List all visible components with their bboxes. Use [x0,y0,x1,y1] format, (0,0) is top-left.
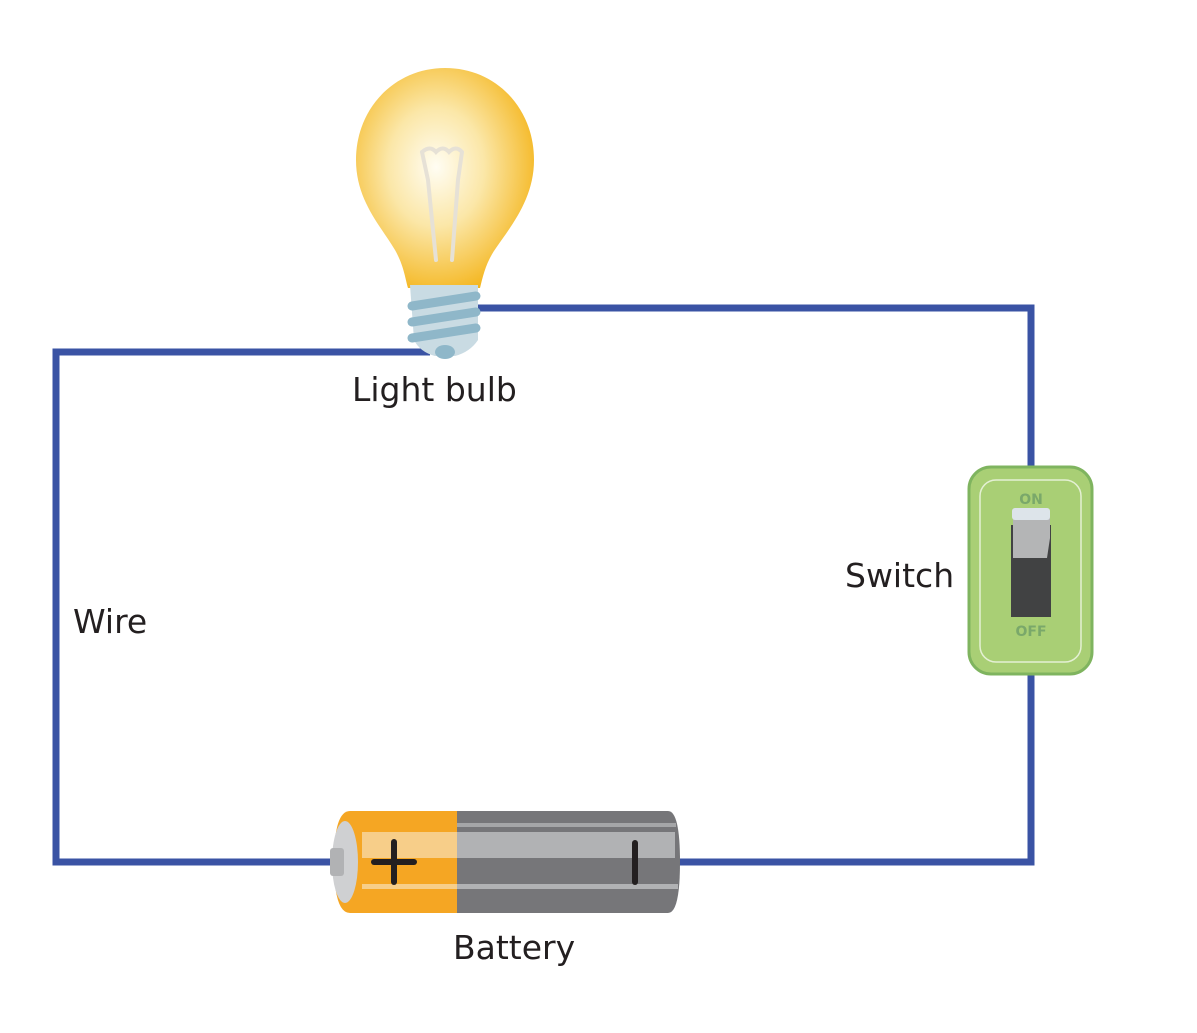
switch-toggle-top [1012,508,1050,520]
battery-orange-highlight-thin [362,884,457,889]
switch-off-label: OFF [1015,624,1046,640]
battery-positive-symbol [371,839,417,885]
battery-orange-highlight [362,832,457,858]
switch-on-label: ON [1019,492,1043,508]
switch-plate-inner-border [979,479,1082,663]
battery-stripe-light [440,832,675,858]
bulb-filament [420,146,465,262]
bulb-glass [356,68,534,288]
wire [52,304,1035,866]
switch-label: Switch [845,556,955,595]
battery-cap [332,821,358,903]
wire-left-segment [52,348,430,866]
switch-icon[interactable]: ON OFF [967,465,1094,676]
switch-toggle[interactable] [1013,512,1050,558]
wire-top-right-segment [470,304,1035,470]
wire-label: Wire [73,602,148,641]
wire-bottom-right-segment [678,672,1035,866]
battery-stripe-thin [440,884,678,889]
battery-stripe-top [440,823,676,827]
light-bulb-label: Light bulb [352,370,517,409]
battery-terminal [330,848,344,876]
battery-icon [330,811,680,913]
bulb-base-threads [407,291,481,343]
battery-label: Battery [453,928,576,967]
bulb-contact [435,345,455,359]
light-bulb-icon [356,68,534,359]
